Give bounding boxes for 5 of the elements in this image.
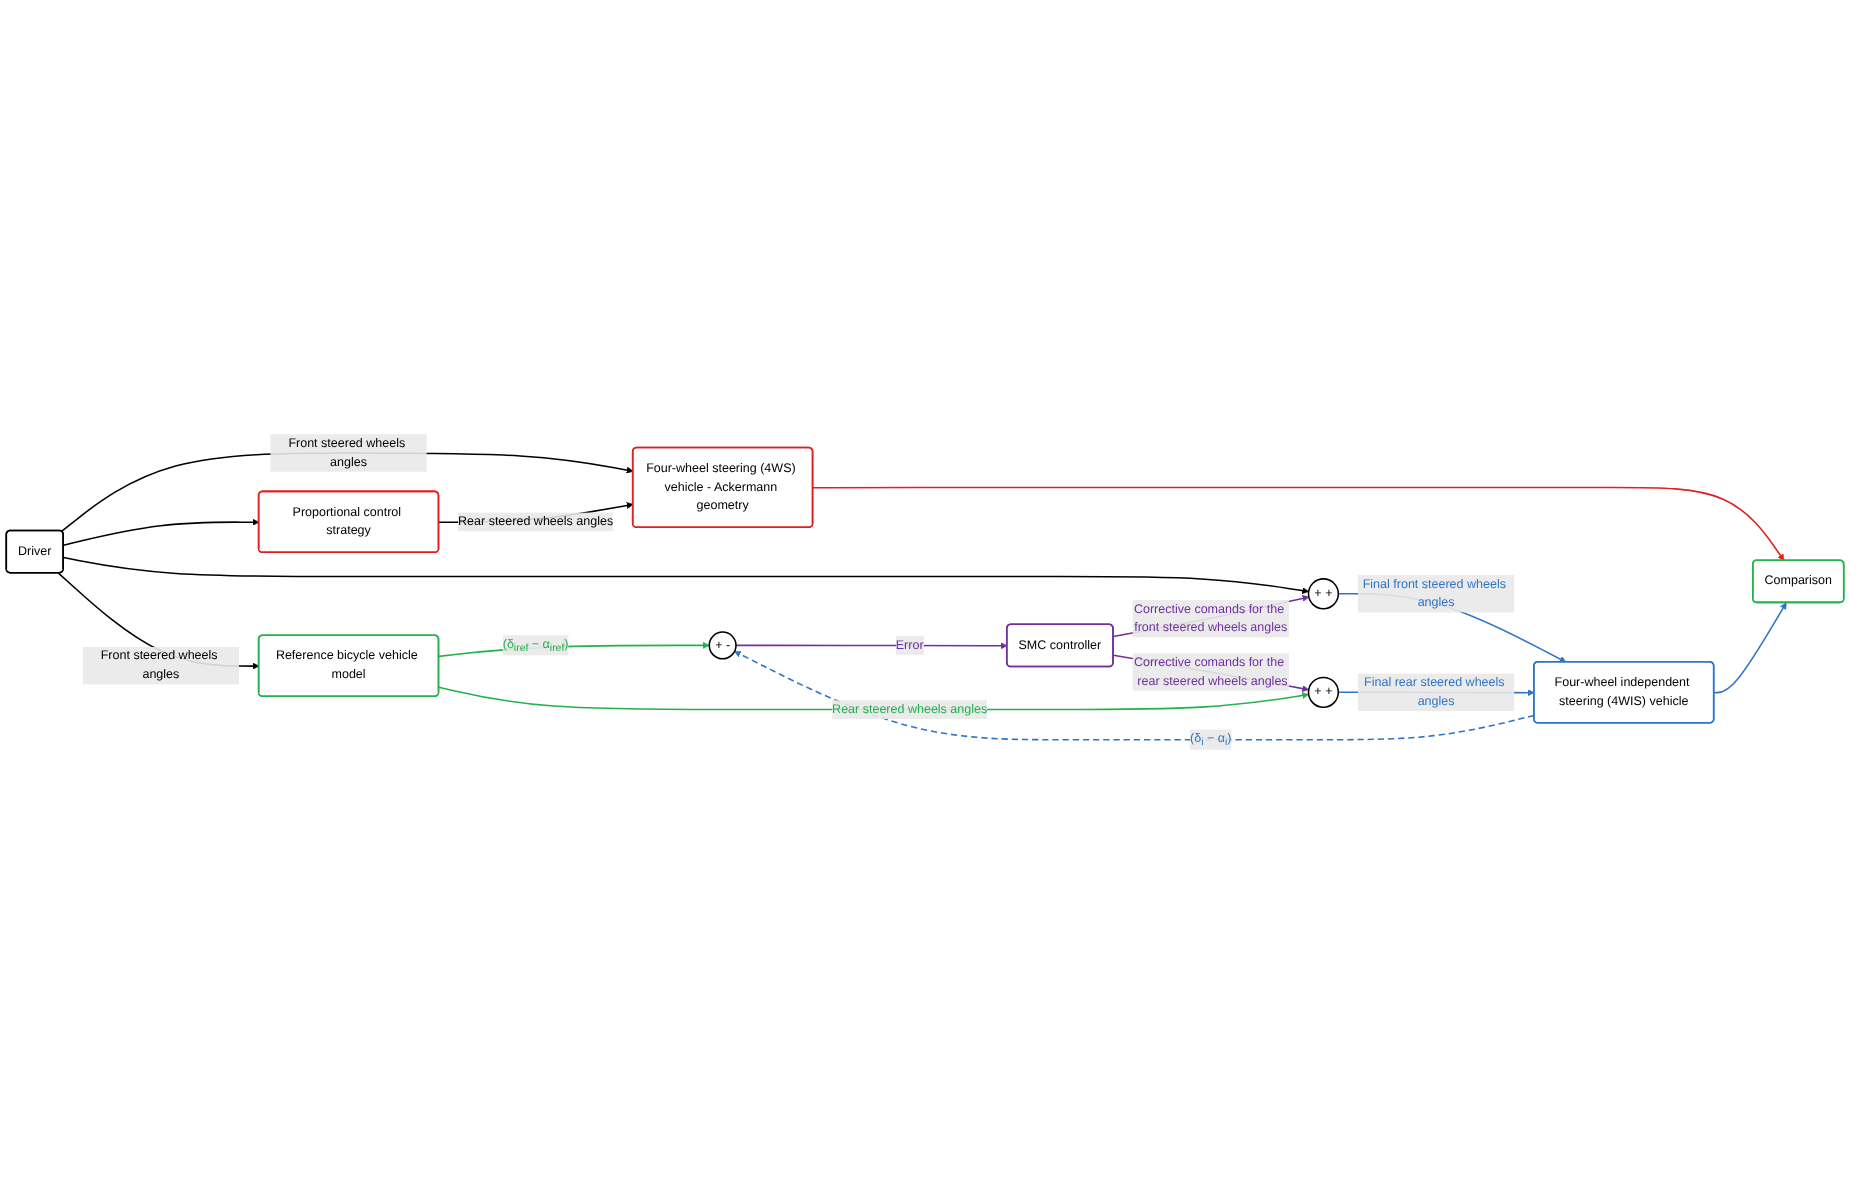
arrow bbox=[735, 642, 1008, 650]
arrow bbox=[812, 486, 1785, 561]
arrow bbox=[62, 556, 1309, 594]
arrow bbox=[62, 518, 260, 546]
arrow bbox=[1713, 602, 1787, 694]
